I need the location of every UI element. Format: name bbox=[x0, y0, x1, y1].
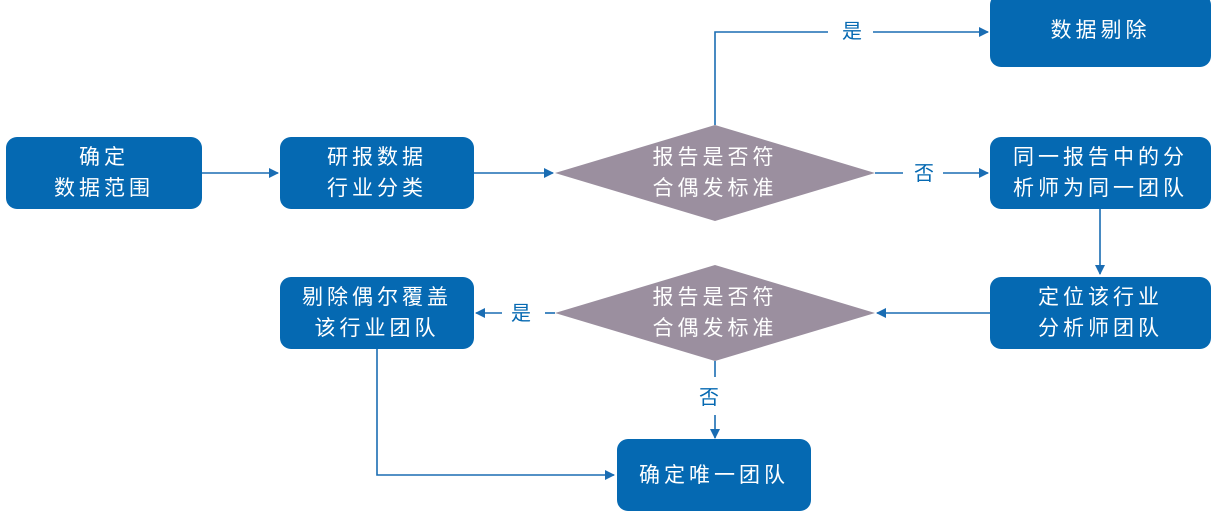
node-text-line: 该行业团队 bbox=[314, 316, 440, 340]
node-text-line: 剔除偶尔覆盖 bbox=[302, 285, 452, 309]
node-determine-data-scope: 确定 数据范围 bbox=[6, 137, 202, 209]
decision-text-line: 报告是否符 bbox=[652, 285, 778, 309]
node-text-line: 数据范围 bbox=[54, 176, 154, 200]
edge-label-decision2-no: 否 bbox=[697, 385, 721, 409]
node-text-line: 确定 bbox=[79, 145, 129, 169]
node-text-line: 行业分类 bbox=[327, 176, 427, 200]
node-same-report-same-team: 同一报告中的分 析师为同一团队 bbox=[990, 137, 1211, 209]
node-text-line: 同一报告中的分 bbox=[1013, 145, 1188, 169]
arrow-remove-to-unique bbox=[376, 348, 615, 480]
node-text-line: 研报数据 bbox=[327, 145, 427, 169]
decision-text-line: 合偶发标准 bbox=[652, 176, 778, 200]
edge-label-decision2-yes: 是 bbox=[505, 302, 537, 324]
decision-diamond-2 bbox=[555, 265, 875, 361]
node-text-line: 确定唯一团队 bbox=[639, 462, 789, 487]
node-text-line: 分析师团队 bbox=[1038, 316, 1163, 340]
node-locate-industry-team: 定位该行业 分析师团队 bbox=[990, 277, 1211, 349]
node-classify-report-industry: 研报数据 行业分类 bbox=[280, 137, 474, 209]
edge-label-decision1-yes: 是 bbox=[836, 20, 868, 42]
decision-diamond-1 bbox=[555, 125, 875, 221]
node-text-line: 析师为同一团队 bbox=[1013, 176, 1188, 200]
arrow-decision1-yes bbox=[714, 31, 828, 125]
decision-2-text: 报告是否符 合偶发标准 bbox=[615, 282, 815, 344]
decision-text-line: 合偶发标准 bbox=[652, 316, 778, 340]
node-remove-data: 数据剔除 bbox=[990, 0, 1211, 67]
node-remove-occasional-team: 剔除偶尔覆盖 该行业团队 bbox=[280, 277, 474, 349]
node-determine-unique-team: 确定唯一团队 bbox=[617, 439, 811, 511]
node-text-line: 数据剔除 bbox=[1050, 18, 1151, 42]
node-text-line: 定位该行业 bbox=[1038, 285, 1163, 309]
edge-label-decision1-no: 否 bbox=[908, 162, 940, 184]
decision-1-text: 报告是否符 合偶发标准 bbox=[615, 142, 815, 204]
decision-text-line: 报告是否符 bbox=[652, 145, 778, 169]
